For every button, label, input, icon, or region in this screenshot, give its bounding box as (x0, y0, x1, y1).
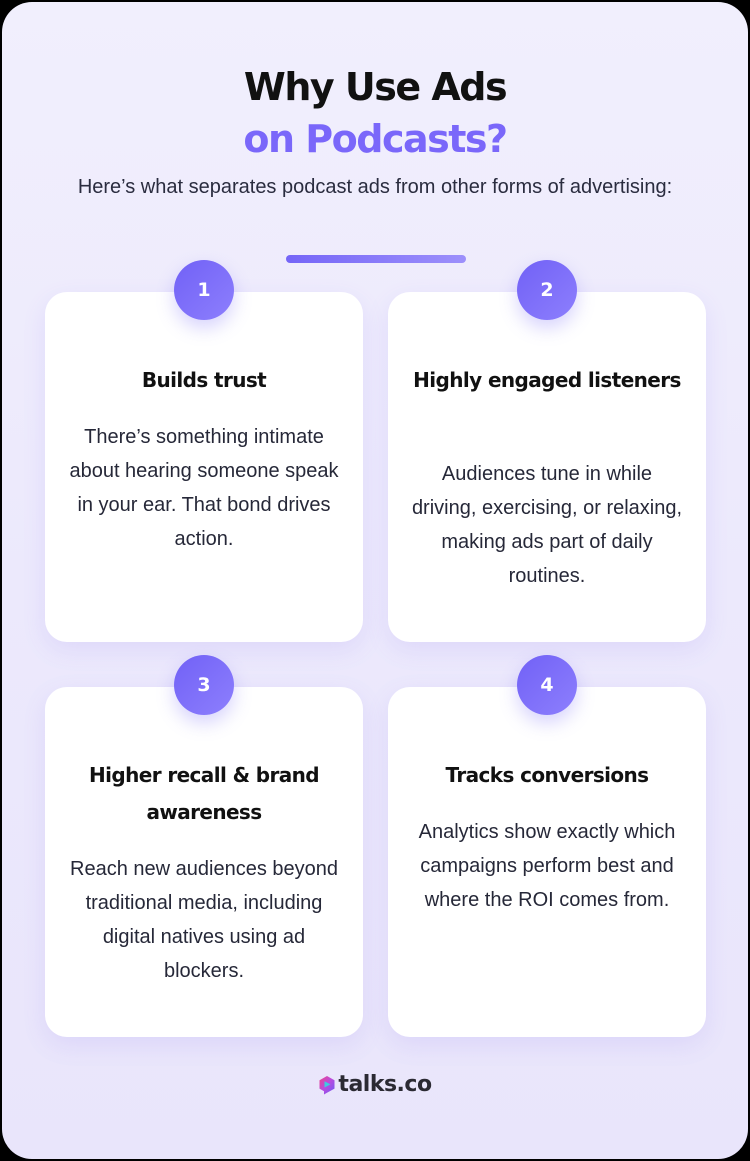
feature-card-builds-trust: 1 Builds trust There’s something intimat… (45, 260, 363, 642)
number-badge: 2 (517, 260, 577, 320)
brand-footer: talks.co (0, 1072, 750, 1097)
card-title: Highly engaged listeners (413, 368, 681, 392)
card-title: Builds trust (141, 368, 267, 392)
feature-card-engaged-listeners: 2 Highly engaged listeners Audiences tun… (388, 260, 706, 642)
feature-card-recall-awareness: 3 Higher recall & brand awareness Reach … (45, 655, 363, 1037)
talks-logo-play-icon (319, 1075, 335, 1094)
card-body: Reach new audiences beyond traditional m… (70, 858, 338, 982)
page-title-line2: on Podcasts? (243, 117, 508, 161)
feature-card-tracks-conversions: 4 Tracks conversions Analytics show exac… (388, 655, 706, 1037)
card-body: Analytics show exactly which campaigns p… (418, 821, 676, 911)
brand-name: talks.co (338, 1072, 432, 1097)
card-body: There’s something intimate about hearing… (69, 426, 339, 550)
number-badge: 3 (174, 655, 234, 715)
number-badge: 4 (517, 655, 577, 715)
card-body: Audiences tune in while driving, exercis… (411, 463, 683, 587)
number-badge: 1 (174, 260, 234, 320)
accent-divider (286, 255, 466, 263)
page-subtitle: Here’s what separates podcast ads from o… (77, 176, 673, 198)
card-title: Tracks conversions (445, 763, 650, 787)
page-title-line1: Why Use Ads (243, 65, 508, 109)
card-title: Higher recall & brand awareness (88, 763, 320, 824)
